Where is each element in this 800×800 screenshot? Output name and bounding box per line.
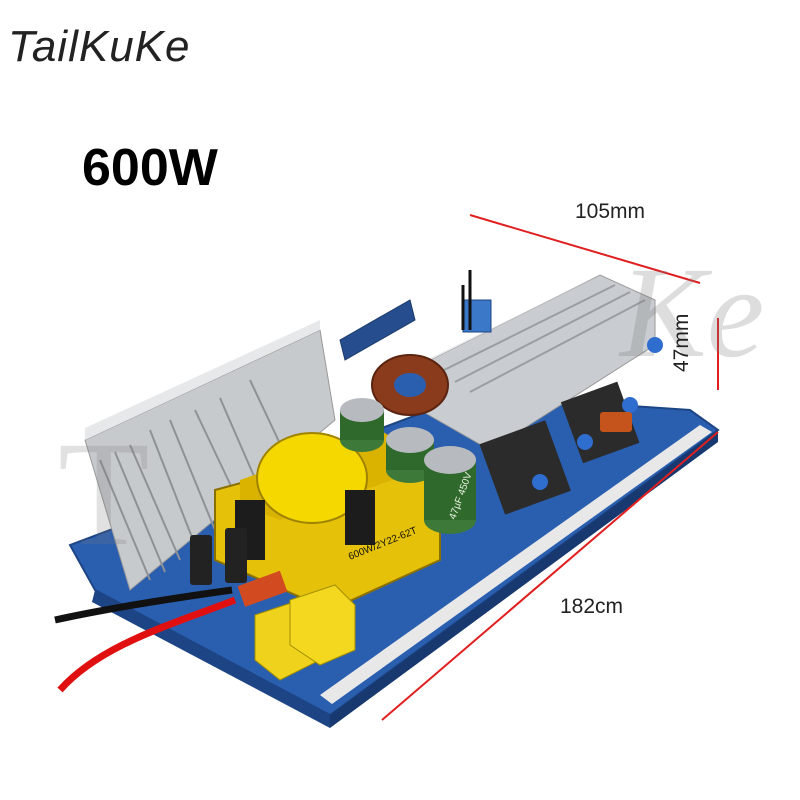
capacitors: 47µF 450V bbox=[190, 398, 476, 585]
dimension-height-label: 47mm bbox=[670, 313, 693, 372]
pcb-edge bbox=[92, 590, 330, 728]
pcb-white-strip bbox=[320, 425, 712, 704]
yellow-box-capacitors bbox=[254, 584, 356, 681]
transformer-coil bbox=[256, 432, 368, 524]
watermark-right: Ke bbox=[620, 241, 765, 385]
red-wire bbox=[57, 596, 237, 693]
black-wire bbox=[54, 586, 233, 624]
dim-line-length bbox=[381, 431, 719, 721]
toroid-inductor bbox=[371, 354, 449, 416]
power-rating: 600W bbox=[82, 139, 218, 197]
pcb-edge-right bbox=[330, 430, 718, 728]
dimension-length-label: 182cm bbox=[560, 595, 624, 618]
trimmer bbox=[462, 299, 492, 333]
dimension-width-label: 105mm bbox=[575, 200, 646, 223]
dim-line-width bbox=[469, 214, 701, 284]
brand-logo: TailKuKe bbox=[8, 22, 191, 71]
fuse-holder bbox=[237, 570, 288, 607]
film-capacitor bbox=[600, 412, 632, 432]
daughter-board bbox=[339, 299, 416, 361]
watermark-left: T bbox=[58, 411, 150, 577]
transformer: 600W/2Y22-62T bbox=[214, 430, 441, 612]
